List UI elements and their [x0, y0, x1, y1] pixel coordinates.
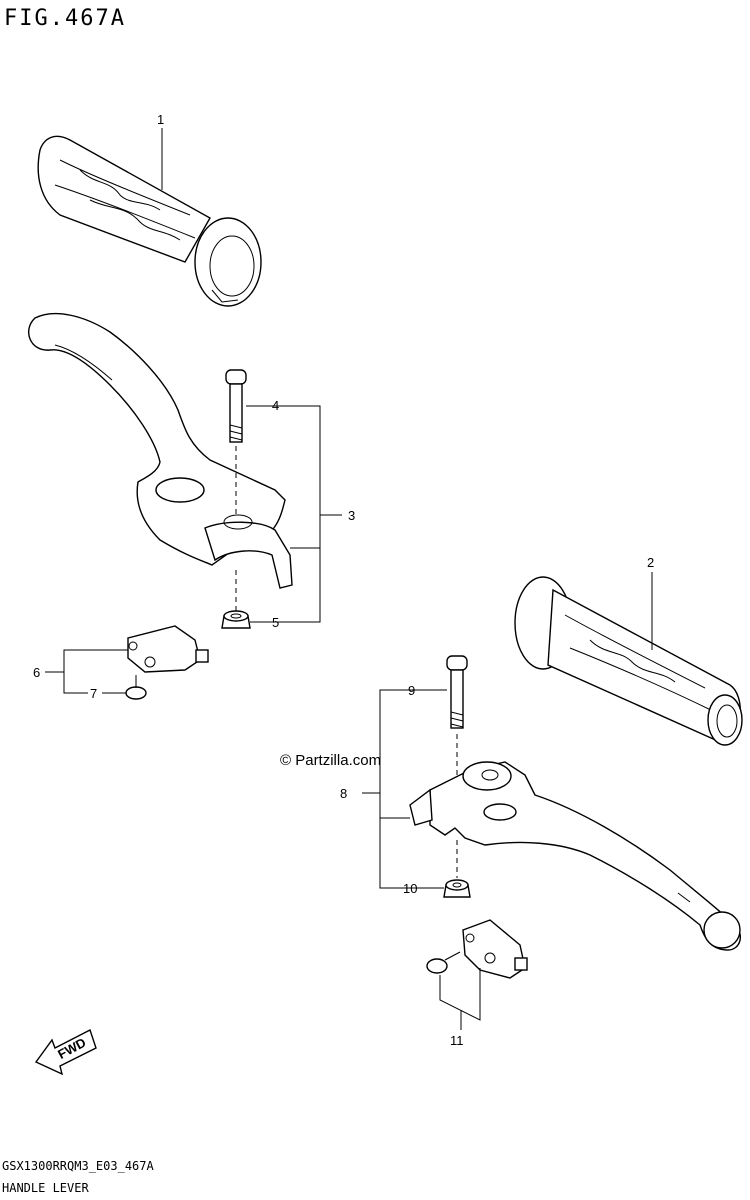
callout-1: 1	[157, 112, 164, 127]
nut-part-5	[221, 610, 251, 629]
nut-part-10	[443, 879, 471, 898]
screw-part-7	[125, 675, 147, 700]
right-grip-part	[514, 576, 743, 746]
callout-11: 11	[450, 1033, 464, 1048]
callout-5: 5	[272, 615, 279, 630]
callout-3: 3	[348, 508, 355, 523]
model-code: GSX1300RRQM3_E03_467A	[2, 1159, 154, 1173]
callout-6: 6	[33, 665, 40, 680]
callout-4: 4	[272, 398, 279, 413]
left-grip-part	[37, 135, 262, 307]
callout-2: 2	[647, 555, 654, 570]
figure-title: FIG.467A	[4, 6, 126, 31]
bolt-part-4	[225, 369, 247, 443]
switch-part-11	[426, 919, 528, 979]
bolt-part-9	[446, 655, 468, 729]
clutch-lever-part	[28, 312, 293, 589]
callout-7: 7	[90, 686, 97, 701]
callout-8: 8	[340, 786, 347, 801]
callout-9: 9	[408, 683, 415, 698]
section-name: HANDLE LEVER	[2, 1181, 89, 1195]
fwd-arrow-icon: FWD	[34, 1029, 97, 1076]
callout-10: 10	[403, 881, 417, 896]
watermark-text: © Partzilla.com	[280, 752, 381, 769]
brake-lever-part	[409, 761, 742, 951]
switch-part-6	[127, 625, 209, 673]
